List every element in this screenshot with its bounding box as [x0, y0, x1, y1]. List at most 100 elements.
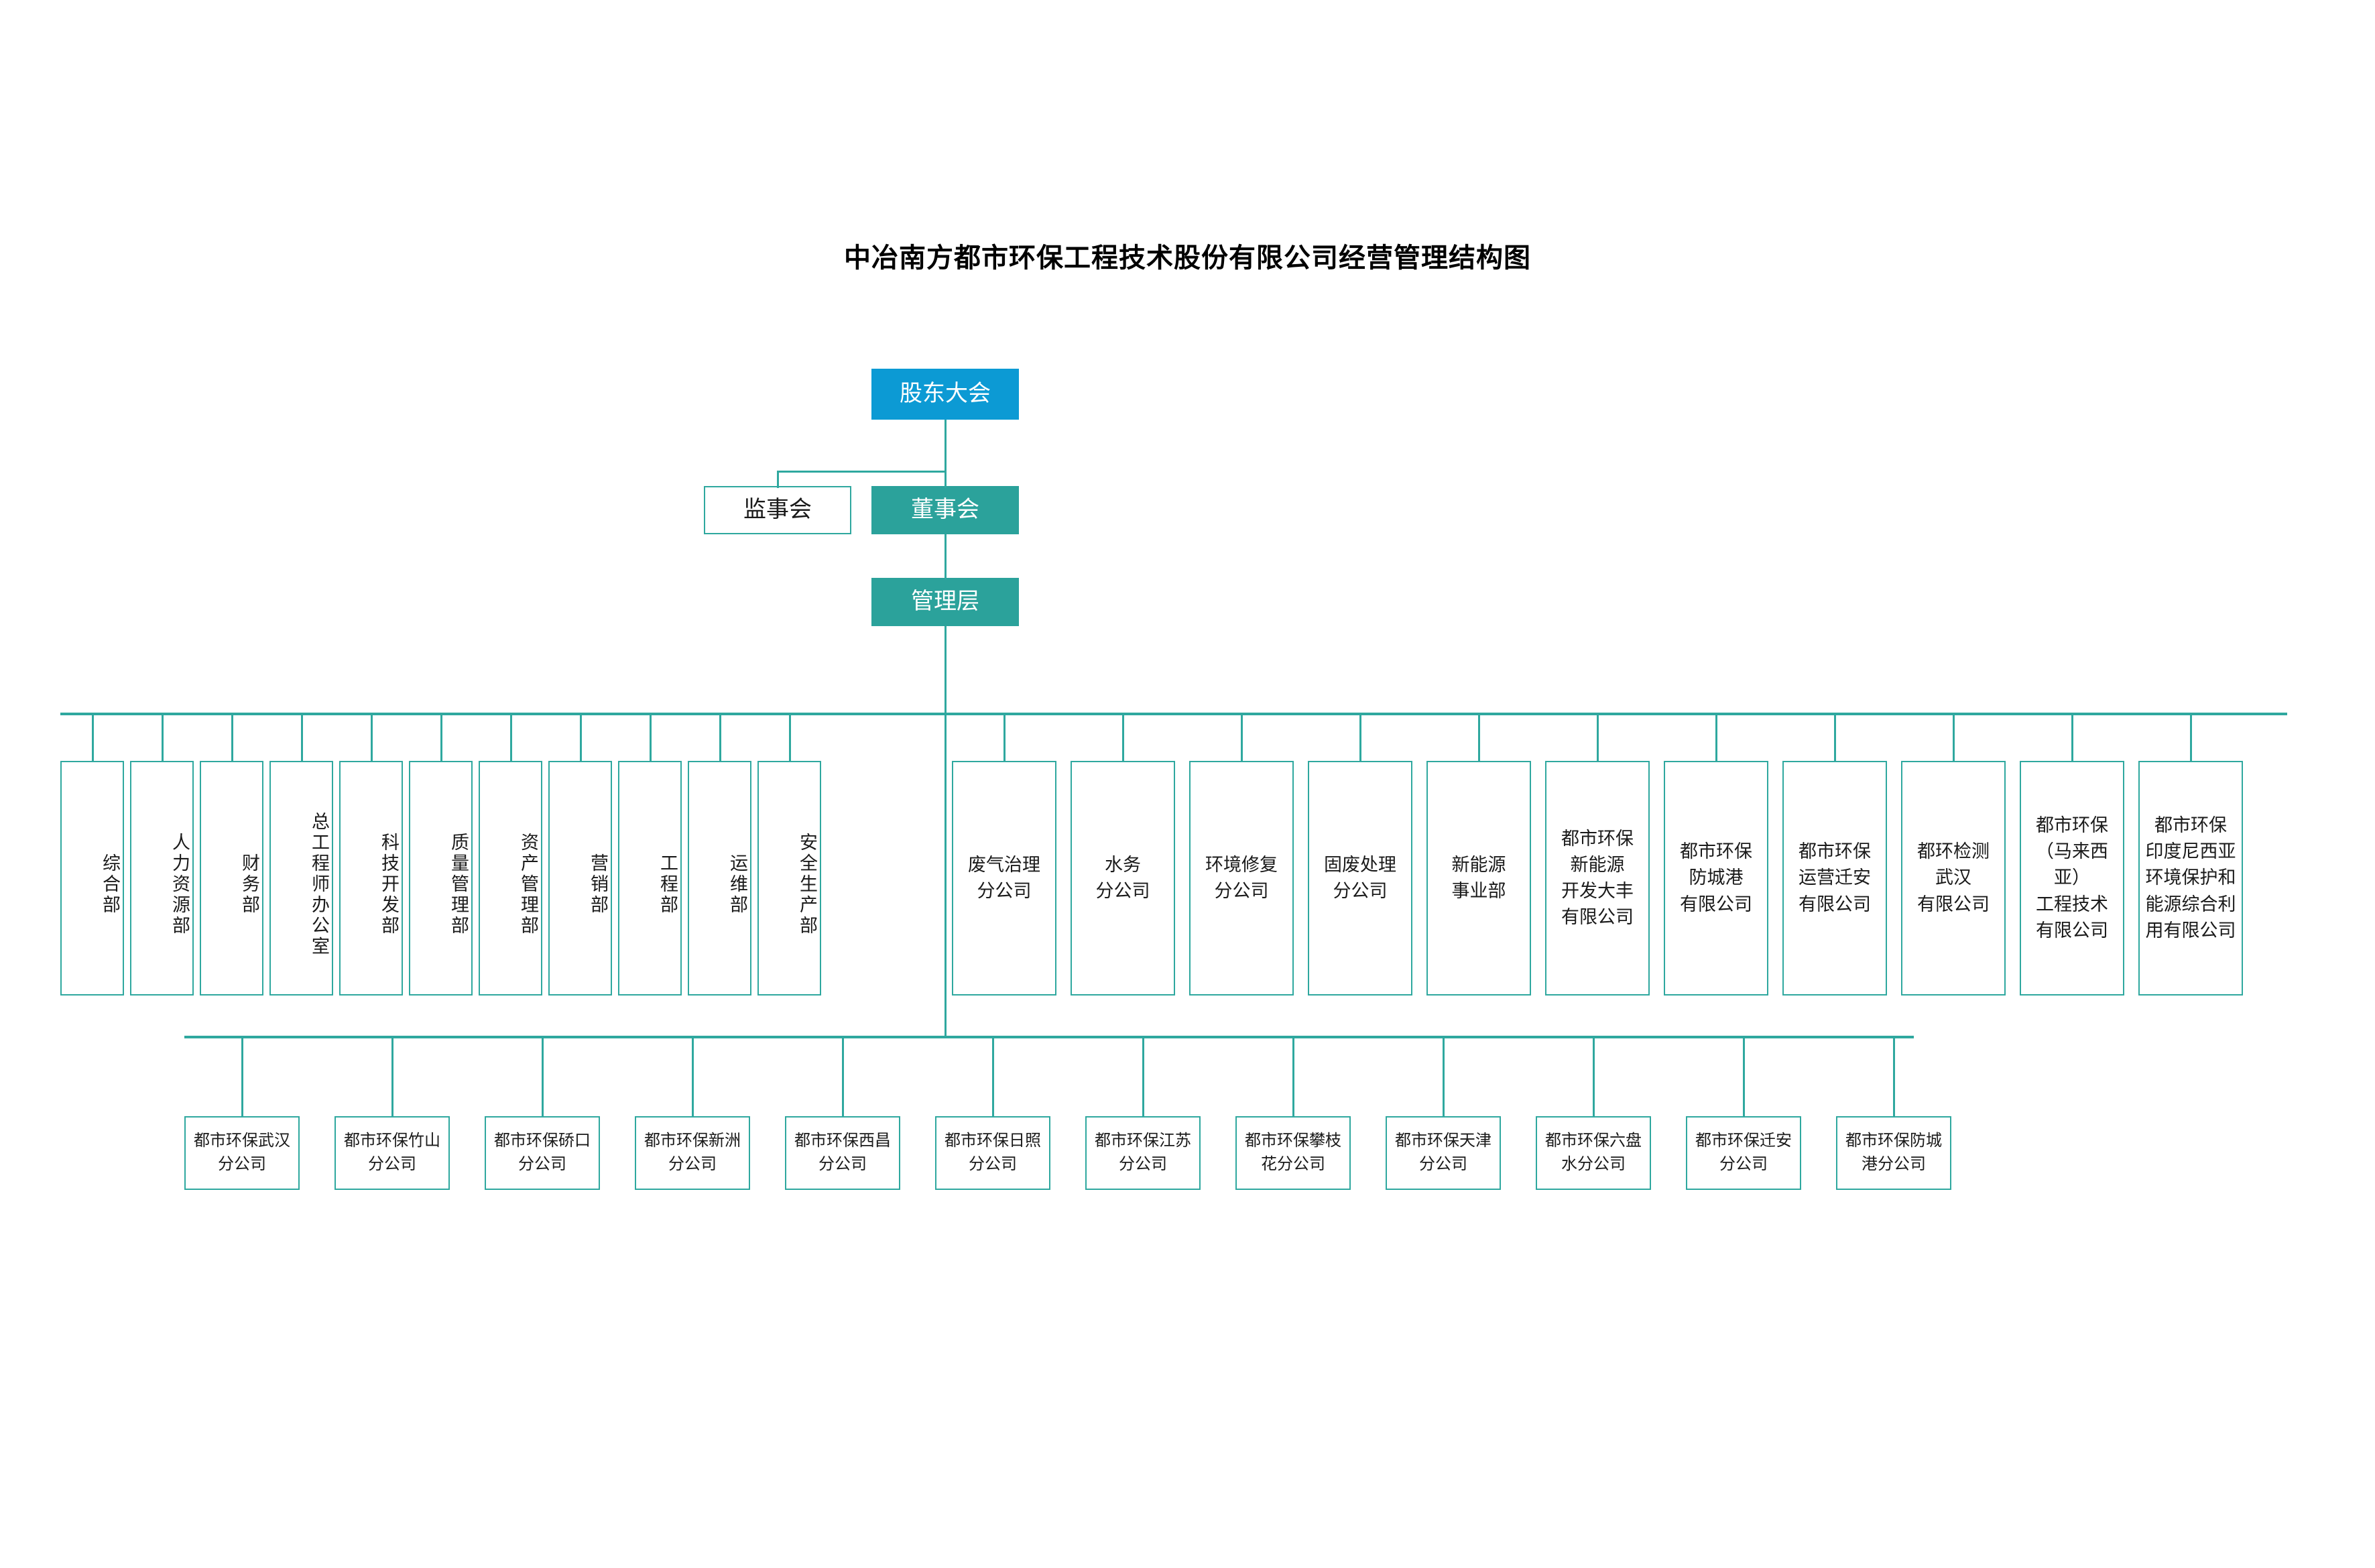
branch-box-6[interactable]: 都市环保日照分公司: [935, 1116, 1050, 1190]
branch-box-4[interactable]: 都市环保新洲分公司: [635, 1116, 750, 1190]
branch-box-9[interactable]: 都市环保天津分公司: [1386, 1116, 1501, 1190]
connector-department-11: [788, 713, 791, 761]
department-label: 综合部: [100, 853, 120, 916]
subsidiary-label-line: 都市环保: [1680, 841, 1752, 862]
subsidiary-label-line: 都市环保: [1799, 841, 1871, 862]
branch-box-7[interactable]: 都市环保江苏分公司: [1085, 1116, 1201, 1190]
branch-label: 都市环保迁安分公司: [1690, 1130, 1797, 1177]
connector-department-5: [370, 713, 373, 761]
branch-label-line: 攀枝花分公司: [1261, 1132, 1341, 1173]
connector-subsidiary-2: [1122, 713, 1124, 761]
subsidiary-label-line: 固废处理: [1324, 854, 1396, 875]
subsidiary-label-line: 运营迁安: [1799, 867, 1871, 888]
subsidiary-box-5[interactable]: 新能源事业部: [1426, 761, 1531, 996]
connector-subsidiary-6: [1597, 713, 1599, 761]
branch-label-line: 都市环保: [1095, 1132, 1159, 1150]
connector-to-board: [945, 471, 947, 488]
connector-department-4: [300, 713, 303, 761]
subsidiary-label-line: 废气治理: [968, 854, 1040, 875]
subsidiary-box-3[interactable]: 环境修复分公司: [1189, 761, 1294, 996]
connector-subsidiary-5: [1478, 713, 1480, 761]
subsidiary-label: 都市环保新能源开发大丰有限公司: [1561, 826, 1634, 931]
branch-box-3[interactable]: 都市环保硚口分公司: [485, 1116, 600, 1190]
branch-label: 都市环保硚口分公司: [489, 1130, 596, 1177]
subsidiary-label: 废气治理分公司: [968, 852, 1040, 904]
branch-label-line: 都市环保: [644, 1132, 709, 1150]
branch-box-5[interactable]: 都市环保西昌分公司: [785, 1116, 900, 1190]
connector-branch-8: [1292, 1036, 1294, 1116]
branch-label: 都市环保竹山分公司: [339, 1130, 446, 1177]
subsidiary-box-10[interactable]: 都市环保（马来西亚）工程技术有限公司: [2020, 761, 2124, 996]
node-board-of-supervisors[interactable]: 监事会: [704, 486, 851, 534]
department-box-8[interactable]: 营销部: [548, 761, 612, 996]
subsidiary-box-2[interactable]: 水务分公司: [1071, 761, 1175, 996]
connector-subsidiary-7: [1715, 713, 1717, 761]
department-label: 工程部: [658, 853, 678, 916]
branch-label-line: 六盘水分公司: [1561, 1132, 1642, 1173]
subsidiary-label-line: 都市环保: [1561, 828, 1634, 849]
subsidiary-box-7[interactable]: 都市环保防城港有限公司: [1664, 761, 1768, 996]
branch-box-11[interactable]: 都市环保迁安分公司: [1686, 1116, 1801, 1190]
node-management-layer[interactable]: 管理层: [871, 578, 1019, 626]
subsidiary-box-6[interactable]: 都市环保新能源开发大丰有限公司: [1545, 761, 1650, 996]
connector-subsidiary-3: [1241, 713, 1243, 761]
branch-label-line: 都市环保: [194, 1132, 258, 1150]
connector-subsidiary-10: [2071, 713, 2073, 761]
subsidiary-label-line: 开发大丰: [1561, 881, 1634, 901]
branch-label: 都市环保防城港分公司: [1840, 1130, 1947, 1177]
subsidiary-label: 都市环保印度尼西亚环境保护和能源综合利用有限公司: [2146, 812, 2236, 944]
department-label: 人力资源部: [170, 832, 190, 937]
department-box-2[interactable]: 人力资源部: [130, 761, 194, 996]
branch-box-2[interactable]: 都市环保竹山分公司: [334, 1116, 450, 1190]
department-box-3[interactable]: 财务部: [200, 761, 263, 996]
branch-label-line: 都市环保: [945, 1132, 1009, 1150]
branch-label-line: 都市环保: [1395, 1132, 1459, 1150]
department-box-7[interactable]: 资产管理部: [479, 761, 542, 996]
connector-department-8: [579, 713, 582, 761]
subsidiary-label-line: 武汉: [1935, 867, 1971, 888]
department-box-1[interactable]: 综合部: [60, 761, 124, 996]
subsidiary-label: 新能源事业部: [1452, 852, 1506, 904]
department-box-4[interactable]: 总工程师办公室: [269, 761, 333, 996]
department-box-9[interactable]: 工程部: [618, 761, 682, 996]
subsidiary-label-line: 都市环保: [2036, 815, 2108, 836]
subsidiary-box-4[interactable]: 固废处理分公司: [1308, 761, 1412, 996]
branch-label-line: 都市环保: [344, 1132, 408, 1150]
branch-label-line: 都市环保: [1695, 1132, 1760, 1150]
connector-branch-7: [1142, 1036, 1144, 1116]
node-shareholders-meeting[interactable]: 股东大会: [871, 369, 1019, 420]
branch-label-line: 迁安分公司: [1719, 1132, 1792, 1173]
branch-box-8[interactable]: 都市环保攀枝花分公司: [1235, 1116, 1351, 1190]
connector-branch-9: [1443, 1036, 1445, 1116]
branch-label-line: 都市环保: [1545, 1132, 1609, 1150]
department-box-5[interactable]: 科技开发部: [339, 761, 403, 996]
branch-label: 都市环保江苏分公司: [1089, 1130, 1197, 1177]
branch-label: 都市环保天津分公司: [1390, 1130, 1497, 1177]
branch-box-12[interactable]: 都市环保防城港分公司: [1836, 1116, 1951, 1190]
subsidiary-label-line: 防城港: [1689, 867, 1744, 888]
node-board-of-directors[interactable]: 董事会: [871, 486, 1019, 534]
connector-branch-3: [542, 1036, 544, 1116]
subsidiary-box-11[interactable]: 都市环保印度尼西亚环境保护和能源综合利用有限公司: [2138, 761, 2243, 996]
subsidiary-box-9[interactable]: 都环检测武汉有限公司: [1901, 761, 2006, 996]
branch-box-1[interactable]: 都市环保武汉分公司: [184, 1116, 300, 1190]
department-box-10[interactable]: 运维部: [688, 761, 751, 996]
department-box-11[interactable]: 安全生产部: [757, 761, 821, 996]
branch-label-line: 武汉分公司: [218, 1132, 290, 1173]
subsidiary-label-line: 有限公司: [1917, 894, 1990, 914]
branch-box-10[interactable]: 都市环保六盘水分公司: [1536, 1116, 1651, 1190]
connector-department-10: [719, 713, 721, 761]
department-box-6[interactable]: 质量管理部: [409, 761, 473, 996]
connector-branch-6: [992, 1036, 994, 1116]
subsidiary-label: 都市环保防城港有限公司: [1680, 839, 1752, 917]
connector-split-horizontal: [777, 471, 947, 473]
subsidiary-box-8[interactable]: 都市环保运营迁安有限公司: [1782, 761, 1887, 996]
subsidiary-box-1[interactable]: 废气治理分公司: [952, 761, 1056, 996]
connector-subsidiary-1: [1003, 713, 1006, 761]
subsidiary-label-line: 分公司: [1333, 881, 1388, 901]
connector-branch-5: [842, 1036, 844, 1116]
branch-label-line: 竹山分公司: [368, 1132, 440, 1173]
connector-subsidiary-8: [1834, 713, 1836, 761]
subsidiary-label-line: 有限公司: [2036, 920, 2108, 941]
department-label: 质量管理部: [448, 832, 469, 937]
